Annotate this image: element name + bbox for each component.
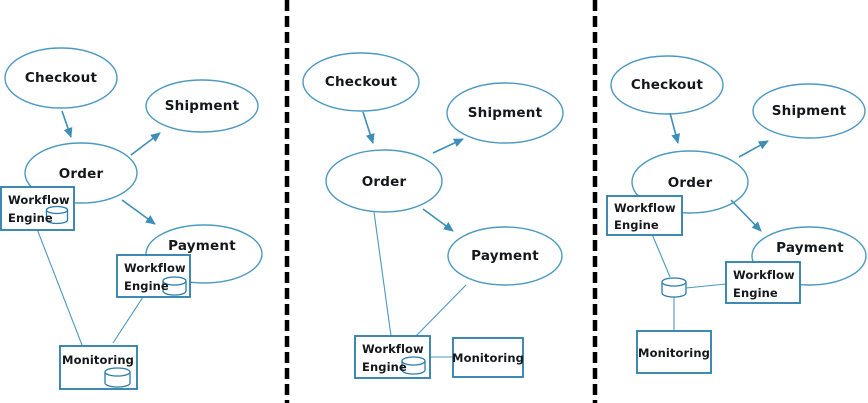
monitoring-label: Monitoring bbox=[638, 346, 710, 360]
connector-engine-to-monitoring bbox=[36, 228, 83, 346]
database-icon bbox=[45, 205, 69, 225]
shared-database-icon bbox=[661, 277, 687, 298]
payment-label: Payment bbox=[471, 248, 539, 264]
payment-node bbox=[447, 226, 563, 286]
shipment-label: Shipment bbox=[772, 103, 847, 119]
arrow-order-to-payment bbox=[422, 208, 454, 232]
database-icon bbox=[162, 276, 187, 296]
workflow-engine-label-line1: Workflow bbox=[124, 261, 186, 275]
workflow-engine-label-line2: Engine bbox=[733, 286, 778, 300]
workflow-engine-label-line1: Workflow bbox=[614, 201, 676, 215]
monitoring-label: Monitoring bbox=[62, 353, 134, 367]
shipment-node bbox=[145, 79, 259, 133]
payment-label: Payment bbox=[168, 238, 236, 254]
monitoring-label: Monitoring bbox=[452, 351, 524, 365]
workflow-engine-label-line2: Engine bbox=[614, 218, 659, 232]
shipment-label: Shipment bbox=[468, 105, 543, 121]
workflow-engine-box bbox=[606, 195, 683, 236]
order-label: Order bbox=[668, 175, 713, 191]
connector-engine-to-database bbox=[651, 233, 671, 278]
workflow-engine-label-line2: Engine bbox=[8, 211, 53, 225]
payment-label: Payment bbox=[776, 240, 844, 256]
arrow-order-to-shipment bbox=[130, 132, 161, 156]
checkout-label: Checkout bbox=[25, 70, 98, 86]
shipment-label: Shipment bbox=[165, 98, 240, 114]
arrow-checkout-to-order bbox=[669, 112, 681, 144]
workflow-engine-label-line1: Workflow bbox=[733, 268, 795, 282]
workflow-engine-label-line1: Workflow bbox=[362, 342, 424, 356]
checkout-node bbox=[610, 55, 724, 115]
checkout-label: Checkout bbox=[325, 74, 398, 90]
arrow-checkout-to-order bbox=[61, 110, 73, 138]
order-label: Order bbox=[362, 174, 407, 190]
database-icon bbox=[104, 367, 131, 388]
workflow-engine-label-line2: Engine bbox=[124, 279, 169, 293]
workflow-engine-label-line1: Workflow bbox=[8, 193, 70, 207]
checkout-node bbox=[4, 47, 118, 109]
arrow-order-to-payment bbox=[121, 199, 156, 225]
workflow-engine-label-line2: Engine bbox=[362, 360, 407, 374]
connector-database-to-engine bbox=[685, 283, 727, 289]
arrow-order-to-shipment bbox=[432, 138, 464, 154]
panel-2: Checkout Shipment Order Payment Workflow… bbox=[302, 52, 564, 379]
checkout-label: Checkout bbox=[631, 77, 704, 93]
order-node bbox=[325, 149, 443, 213]
monitoring-box bbox=[636, 330, 712, 374]
arrow-order-to-payment bbox=[730, 199, 762, 232]
checkout-node bbox=[302, 52, 420, 112]
connector-order-to-engine bbox=[373, 211, 392, 337]
connector-payment-to-engine bbox=[415, 284, 467, 337]
connector-engine-to-monitoring bbox=[112, 296, 144, 344]
shipment-node bbox=[752, 83, 866, 139]
panel-3: Checkout Shipment Order Payment Workflow… bbox=[606, 55, 867, 374]
order-label: Order bbox=[59, 166, 104, 182]
shipment-node bbox=[446, 82, 564, 144]
arrow-checkout-to-order bbox=[362, 111, 375, 144]
workflow-engine-box bbox=[725, 261, 801, 304]
arrow-order-to-shipment bbox=[738, 140, 769, 158]
panel-1: Checkout Shipment Order Payment Workflow… bbox=[0, 47, 263, 390]
monitoring-box bbox=[452, 337, 524, 378]
database-icon bbox=[401, 356, 426, 375]
